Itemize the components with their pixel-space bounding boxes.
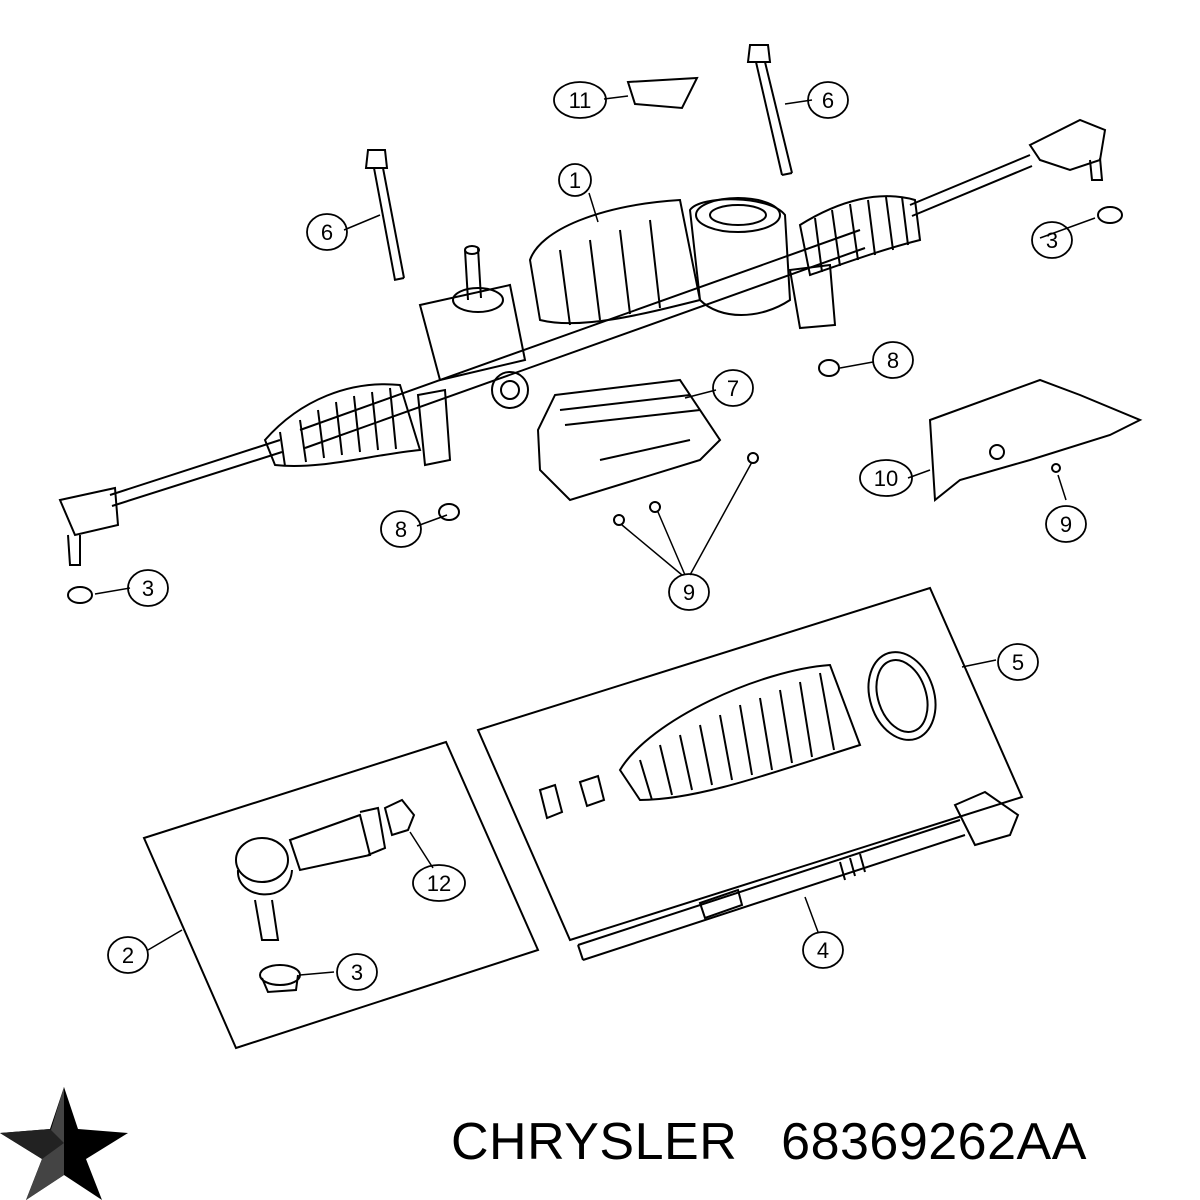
callout-11: 11 — [569, 88, 592, 113]
nut-8-left — [438, 503, 460, 521]
callout-1: 1 — [569, 168, 581, 193]
callout-5: 5 — [1012, 650, 1024, 675]
leader-lines — [94, 95, 1096, 976]
outer-tie-rod-kit-box — [142, 740, 540, 1050]
callout-3-kit: 3 — [351, 960, 363, 985]
callout-8-left: 8 — [395, 517, 407, 542]
bolt-left — [364, 149, 405, 281]
nut-3-right — [1097, 206, 1123, 224]
callout-6-left: 6 — [321, 220, 333, 245]
outer-tie-rod-end — [235, 798, 416, 994]
callout-9-right: 9 — [1060, 512, 1072, 537]
label-sticker — [626, 76, 699, 110]
chrysler-pentastar-icon — [0, 1087, 128, 1200]
inner-boot — [538, 651, 937, 820]
nut-8-right — [818, 359, 840, 377]
nut-3-left — [67, 586, 93, 604]
bolt-right — [746, 44, 793, 176]
callout-12: 12 — [427, 871, 451, 896]
footer-part-label: CHRYSLER 68369262AA — [451, 1112, 1087, 1172]
callout-7: 7 — [727, 376, 739, 401]
callout-6-right: 6 — [822, 88, 834, 113]
callout-10: 10 — [874, 466, 898, 491]
callout-2: 2 — [122, 943, 134, 968]
callout-4: 4 — [817, 938, 829, 963]
callout-9-center: 9 — [683, 580, 695, 605]
heat-shield — [536, 378, 722, 502]
brand-name: CHRYSLER — [451, 1113, 738, 1171]
part-number: 68369262AA — [781, 1113, 1087, 1171]
steering-gear-assembly — [58, 118, 1107, 566]
inner-tie-rod — [577, 790, 1020, 961]
inner-tie-rod-kit-box — [476, 586, 1024, 942]
callout-8-right: 8 — [887, 348, 899, 373]
rear-heat-shield — [928, 378, 1143, 502]
callout-3-left: 3 — [142, 576, 154, 601]
callout-3-right: 3 — [1046, 228, 1058, 253]
